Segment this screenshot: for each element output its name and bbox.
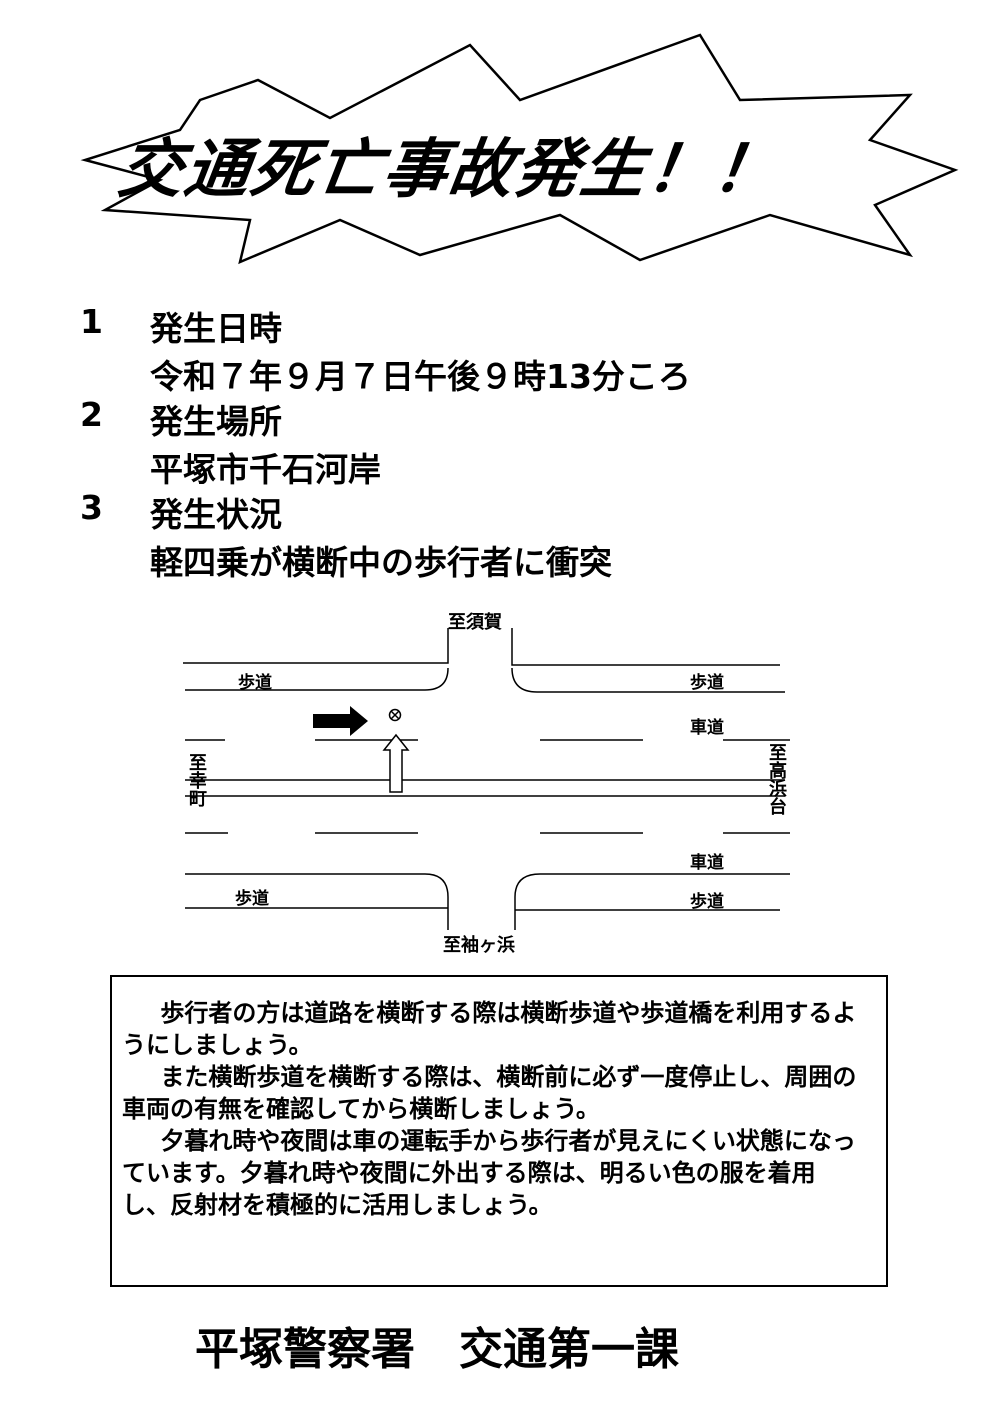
item-heading: 発生日時 — [150, 309, 282, 348]
sidewalk-label: 歩道 — [690, 673, 724, 693]
center-line — [185, 779, 785, 797]
item-number: 3 — [80, 488, 103, 527]
issuer-footer: 平塚警察署 交通第一課 — [195, 1324, 679, 1375]
item-detail: 軽四乗が横断中の歩行者に衝突 — [150, 543, 612, 582]
direction-east: 至高浜台 — [766, 743, 787, 815]
vehicle-arrow-icon — [313, 706, 368, 736]
item-number: 1 — [80, 302, 103, 341]
item-detail: 平塚市千石河岸 — [150, 450, 381, 489]
item-heading: 発生場所 — [150, 402, 282, 441]
collision-point-icon — [388, 708, 402, 722]
item-detail: 令和７年９月７日午後９時13分ころ — [150, 357, 691, 396]
roadway-label: 車道 — [690, 718, 724, 738]
road-edge — [185, 873, 449, 930]
notice-paragraph: また横断歩道を横断する際は、横断前に必ず一度停止し、周囲の車両の有無を確認してか… — [122, 1063, 857, 1123]
direction-south: 至袖ヶ浜 — [443, 935, 515, 956]
sidewalk-label: 歩道 — [235, 889, 269, 909]
notice-paragraph: 歩行者の方は道路を横断する際は横断歩道や歩道橋を利用するようにしましょう。 — [122, 999, 857, 1059]
lane-line — [185, 739, 790, 834]
pedestrian-arrow-icon — [382, 733, 410, 793]
direction-west: 至幸町 — [186, 753, 207, 807]
road-edge — [183, 628, 449, 664]
road-edge — [514, 873, 790, 930]
direction-north: 至須賀 — [448, 612, 502, 633]
notice-paragraph: 夕暮れ時や夜間は車の運転手から歩行者が見えにくい状態になっています。夕暮れ時や夜… — [122, 1127, 856, 1219]
safety-notice-box: 歩行者の方は道路を横断する際は横断歩道や歩道橋を利用するようにしましょう。 また… — [110, 975, 888, 1287]
sidewalk-label: 歩道 — [690, 892, 724, 912]
roadway-label: 車道 — [690, 853, 724, 873]
road-edge — [511, 628, 780, 666]
sidewalk-label: 歩道 — [238, 673, 272, 693]
item-number: 2 — [80, 395, 103, 434]
item-heading: 発生状況 — [150, 495, 282, 534]
road-edge — [185, 667, 449, 691]
road-edge — [511, 667, 785, 693]
